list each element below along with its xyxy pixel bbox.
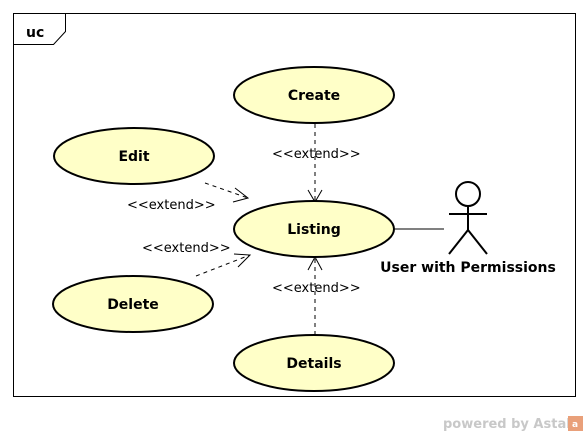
dependency-delete-listing: <<extend>> — [142, 241, 252, 277]
dependency-edit-listing: <<extend>> — [127, 182, 250, 213]
use-case-listing-label: Listing — [287, 222, 341, 238]
use-case-edit[interactable]: Edit — [53, 127, 215, 185]
use-case-create-label: Create — [288, 88, 340, 104]
use-case-listing[interactable]: Listing — [233, 200, 395, 258]
stereotype-edit-listing: <<extend>> — [127, 198, 216, 213]
use-case-edit-label: Edit — [118, 149, 149, 165]
astah-logo-icon — [568, 416, 583, 431]
powered-by-text: powered by Astah — [443, 417, 575, 432]
frame-label: uc — [26, 25, 44, 41]
frame-tab — [13, 13, 66, 45]
use-case-details[interactable]: Details — [233, 334, 395, 392]
stereotype-delete-listing: <<extend>> — [142, 241, 231, 256]
astah-logo-letter: a — [572, 420, 578, 430]
stereotype-create-listing: <<extend>> — [272, 147, 361, 162]
stereotype-details-listing: <<extend>> — [272, 281, 361, 296]
actor-head-icon — [455, 181, 481, 207]
astah-watermark: powered by Astah a — [443, 416, 583, 432]
actor-name: User with Permissions — [380, 260, 556, 276]
use-case-delete-label: Delete — [107, 297, 159, 313]
use-case-create[interactable]: Create — [233, 66, 395, 124]
use-case-details-label: Details — [286, 356, 341, 372]
use-case-delete[interactable]: Delete — [52, 275, 214, 333]
actor-user-with-permissions[interactable]: User with Permissions — [380, 181, 556, 276]
